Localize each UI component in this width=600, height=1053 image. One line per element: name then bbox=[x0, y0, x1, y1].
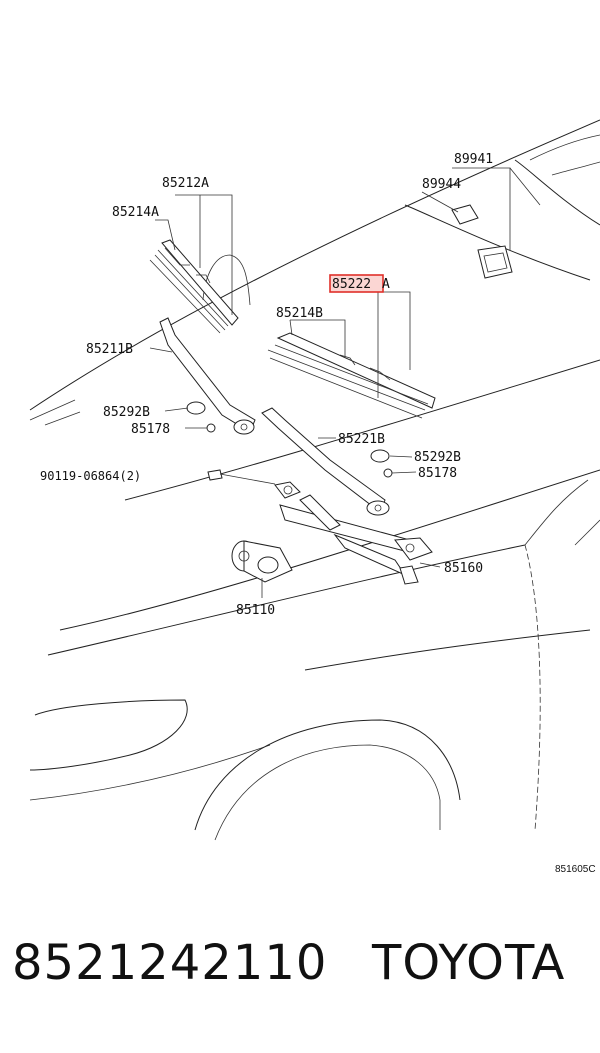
label-85110: 85110 bbox=[236, 603, 275, 618]
rain-sensor bbox=[477, 245, 513, 279]
nut-left bbox=[206, 423, 216, 433]
label-85222A-suffix: A bbox=[382, 277, 390, 292]
label-85178-right: 85178 bbox=[418, 466, 457, 481]
bolt bbox=[207, 469, 276, 485]
wiper-motor bbox=[231, 540, 293, 583]
car-body-outline bbox=[29, 119, 600, 841]
footer: 8521242110 TOYOTA bbox=[0, 935, 600, 1025]
cap-right bbox=[370, 449, 390, 463]
cap-left bbox=[186, 401, 206, 415]
nut-right bbox=[383, 468, 393, 478]
wiper-link bbox=[274, 481, 433, 585]
label-85292B-left: 85292B bbox=[103, 405, 150, 420]
label-85222A-code: 85222 bbox=[332, 277, 371, 292]
label-85214A: 85214A bbox=[112, 205, 159, 220]
label-89944: 89944 bbox=[422, 177, 461, 192]
wiper-blade-right bbox=[267, 332, 436, 419]
footer-part-number: 8521242110 bbox=[12, 935, 328, 991]
leader-lines bbox=[149, 167, 541, 598]
parts-diagram: 89941 89944 85212A 85214A 85222 A 85214B… bbox=[29, 119, 600, 875]
part-labels: 89941 89944 85212A 85214A 85222 A 85214B… bbox=[40, 152, 596, 875]
label-85214B: 85214B bbox=[276, 306, 323, 321]
label-85221B: 85221B bbox=[338, 432, 385, 447]
label-85212A: 85212A bbox=[162, 176, 209, 191]
label-85292B-right: 85292B bbox=[414, 450, 461, 465]
label-89941: 89941 bbox=[454, 152, 493, 167]
diagram-code: 851605C bbox=[555, 864, 596, 875]
label-85178-left: 85178 bbox=[131, 422, 170, 437]
wiper-blade-left bbox=[149, 239, 239, 334]
label-90119-06864: 90119-06864(2) bbox=[40, 469, 141, 483]
label-85160: 85160 bbox=[444, 561, 483, 576]
wiper-arm-right bbox=[261, 407, 390, 516]
wiper-arm-left bbox=[159, 317, 256, 435]
footer-brand: TOYOTA bbox=[372, 935, 566, 991]
sensor-bracket bbox=[451, 204, 479, 225]
highlight-box bbox=[329, 274, 384, 293]
label-85211B: 85211B bbox=[86, 342, 133, 357]
